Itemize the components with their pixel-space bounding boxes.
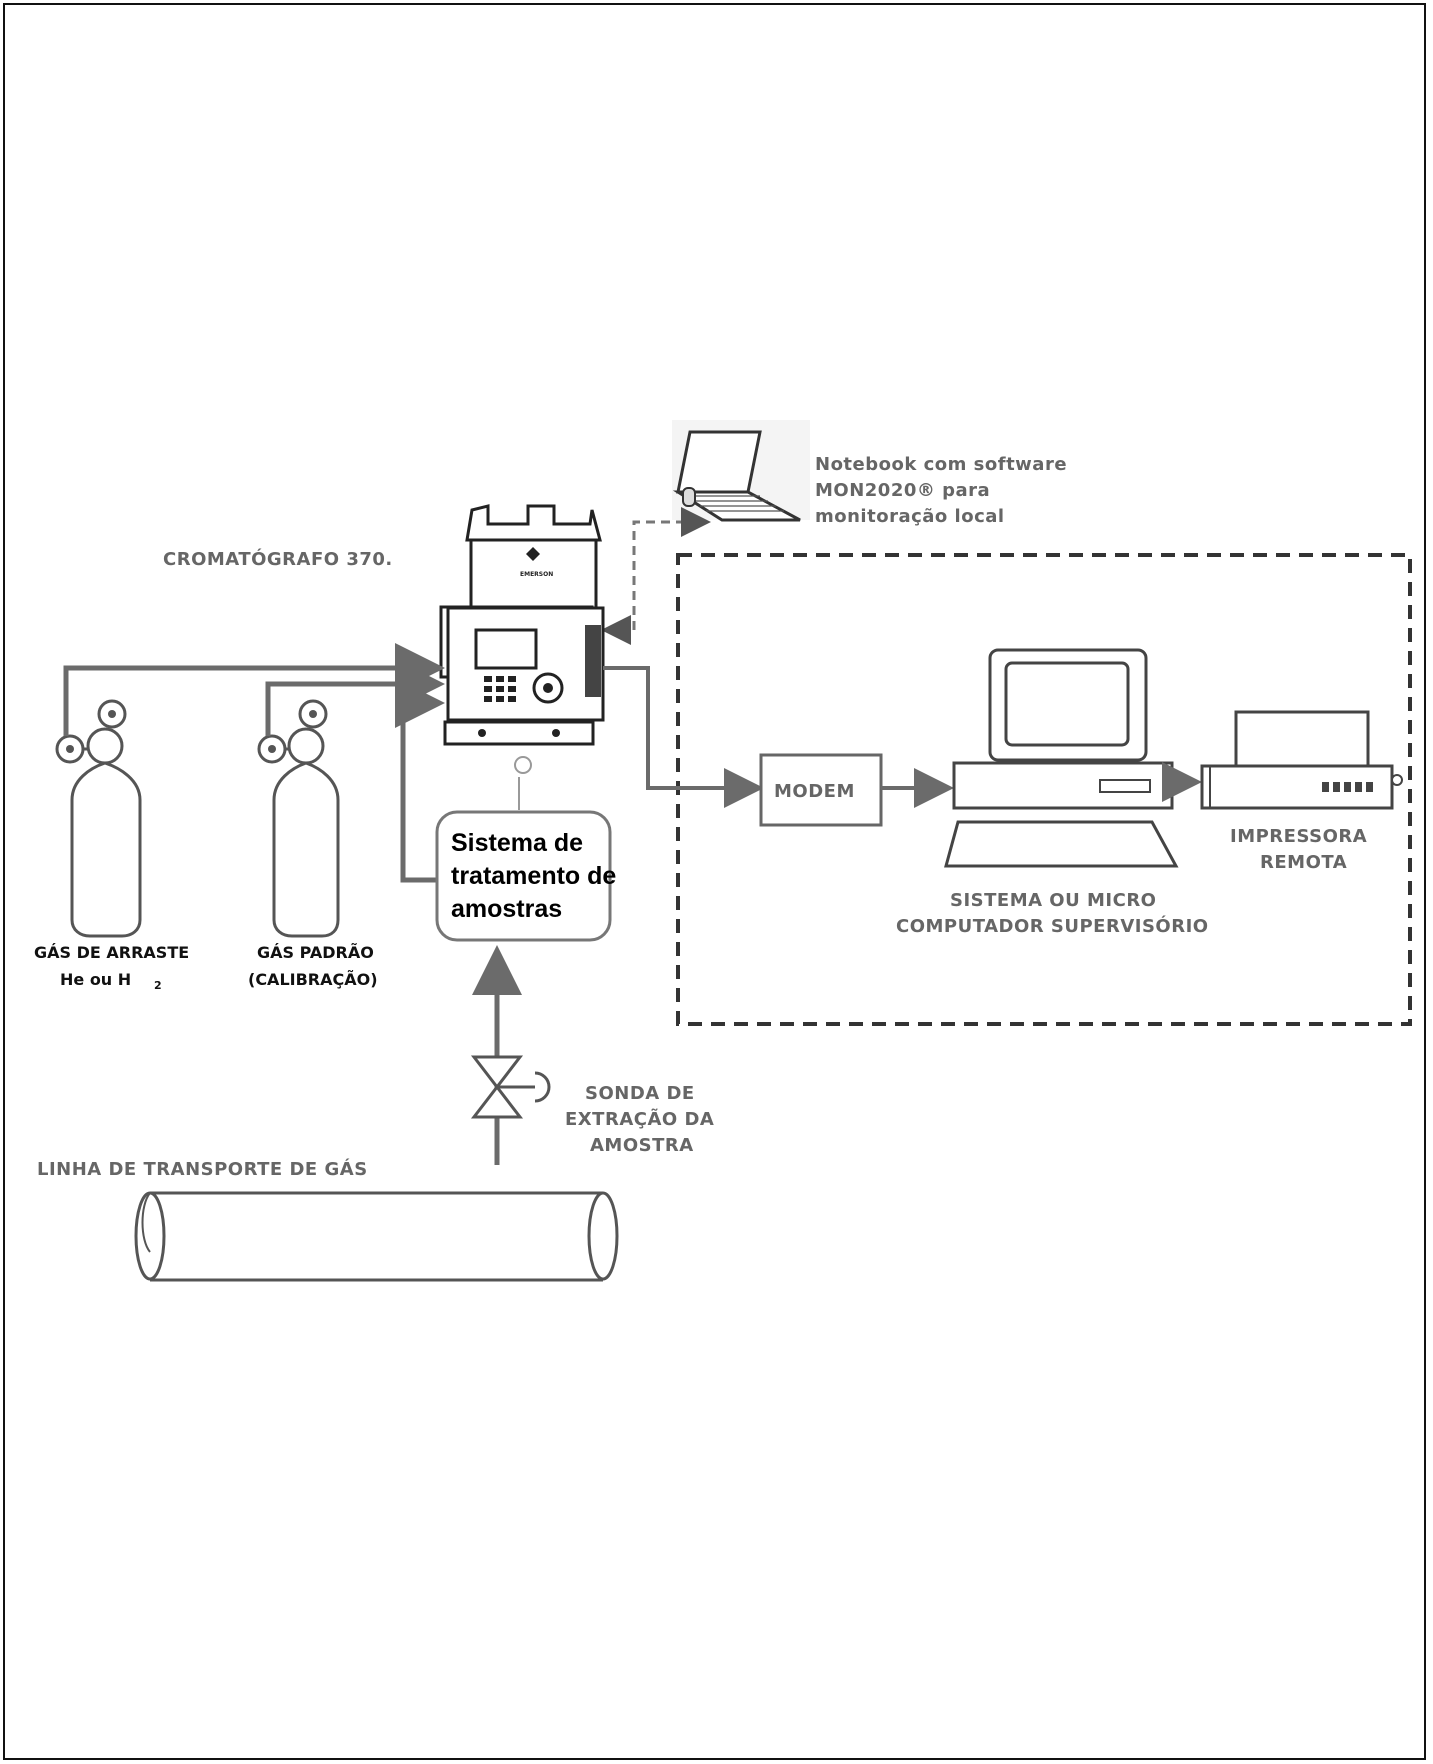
chromatograph-label: CROMATÓGRAFO 370. [163, 548, 393, 570]
supervisory-label: SISTEMA OU MICRO COMPUTADOR SUPERVISÓRIO [896, 890, 1209, 937]
printer-icon [1200, 710, 1403, 810]
page-border [3, 3, 1426, 1760]
sample-system-box [435, 810, 612, 942]
laptop-icon [672, 420, 810, 522]
modem-box [759, 753, 883, 827]
pipeline-icon [134, 1191, 619, 1282]
notebook-label-line2: MON2020® para [815, 480, 990, 501]
carrier-gas-line [63, 643, 445, 736]
printer-label: IMPRESSORA REMOTA [1230, 826, 1367, 873]
carrier-gas-label-line1: GÁS DE ARRASTE [34, 943, 189, 962]
standard-gas-label: GÁS PADRÃO (CALIBRAÇÃO) [248, 943, 378, 989]
carrier-gas-subscript: 2 [154, 979, 162, 992]
printer-label-line1: IMPRESSORA [1230, 826, 1367, 847]
chromatograph-icon: EMERSON [439, 504, 605, 746]
sample-system-label-line3: amostras [451, 895, 562, 923]
standard-gas-label-line2: (CALIBRAÇÃO) [248, 970, 378, 989]
supervisory-label-line1: SISTEMA OU MICRO [950, 890, 1156, 911]
sample-system-label-line1: Sistema de [451, 829, 583, 857]
computer-icon [944, 648, 1179, 868]
probe-label-line3: AMOSTRA [590, 1135, 694, 1156]
rotate-icon [514, 756, 532, 774]
printer-label-line2: REMOTA [1260, 852, 1347, 873]
probe-label: SONDA DE EXTRAÇÃO DA AMOSTRA [565, 1083, 714, 1156]
emerson-label: EMERSON [520, 571, 553, 578]
notebook-label-line1: Notebook com software [815, 454, 1067, 475]
standard-gas-line [265, 659, 445, 736]
standard-gas-label-line1: GÁS PADRÃO [257, 943, 374, 962]
sample-gas-line [395, 678, 445, 883]
notebook-link-line [604, 507, 711, 632]
notebook-label: Notebook com software MON2020® para moni… [815, 454, 1067, 527]
modem-label: MODEM [774, 781, 855, 802]
carrier-gas-label: GÁS DE ARRASTE He ou H 2 [34, 943, 189, 992]
valve-icon [470, 1055, 551, 1119]
sample-system-label: Sistema de tratamento de amostras [451, 829, 616, 923]
carrier-gas-cylinder-icon [55, 699, 142, 938]
supervisory-label-line2: COMPUTADOR SUPERVISÓRIO [896, 915, 1209, 937]
pipeline-label: LINHA DE TRANSPORTE DE GÁS [37, 1158, 368, 1180]
standard-gas-cylinder-icon [257, 699, 340, 938]
sample-system-label-line2: tratamento de [451, 862, 616, 890]
carrier-gas-label-line2: He ou H [60, 970, 131, 989]
notebook-label-line3: monitoração local [815, 506, 1005, 527]
modem-link-line [603, 666, 764, 808]
probe-label-line2: EXTRAÇÃO DA [565, 1107, 714, 1130]
probe-label-line1: SONDA DE [585, 1083, 695, 1104]
